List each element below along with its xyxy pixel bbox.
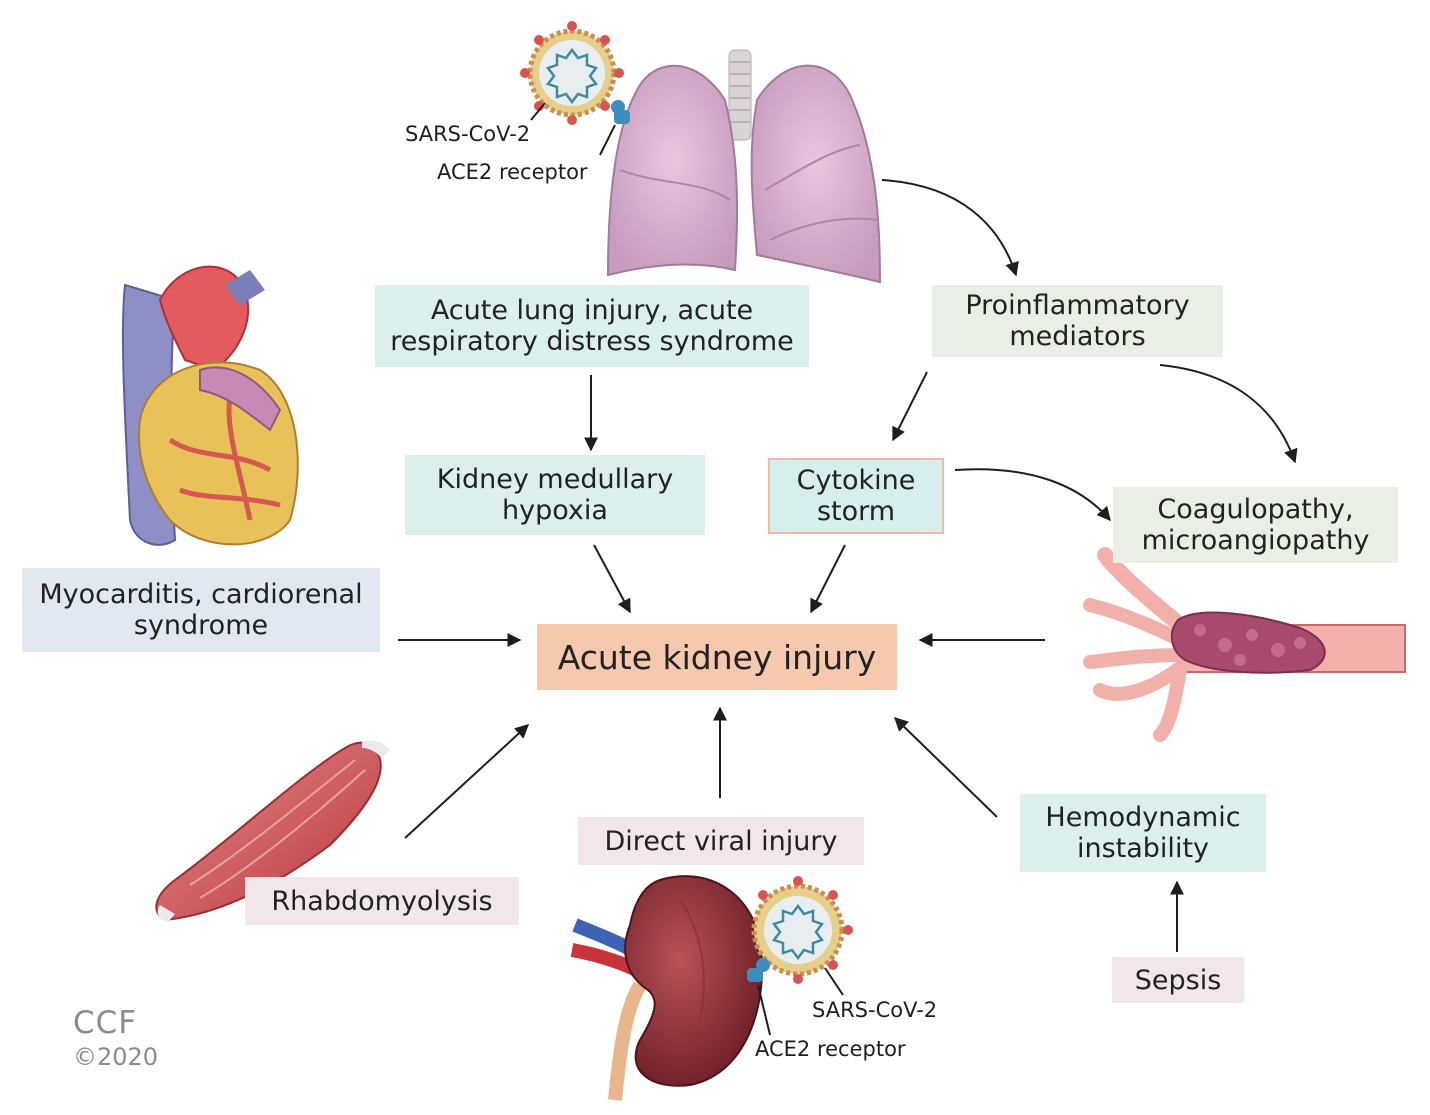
myocarditis-text: Myocarditis, cardiorenal syndrome [39, 579, 363, 641]
direct-viral-text: Direct viral injury [604, 825, 838, 857]
muscle-illustration [155, 740, 390, 922]
kidney-hypoxia-box: Kidney medullary hypoxia [405, 455, 705, 535]
hemodynamic-box: Hemodynamic instability [1020, 794, 1266, 872]
coagulopathy-text: Coagulopathy, microangiopathy [1141, 494, 1370, 556]
sars-cov-2-virion-bottom [747, 876, 853, 1036]
acute-kidney-injury-text: Acute kidney injury [557, 637, 877, 677]
proinflammatory-text: Proinflammatory mediators [965, 290, 1190, 352]
direct-viral-box: Direct viral injury [578, 817, 864, 865]
lung-injury-text: Acute lung injury, acute respiratory dis… [390, 295, 794, 357]
lungs-illustration [606, 49, 882, 284]
copyright-text: ©2020 [73, 1043, 159, 1071]
arrows [398, 179, 1298, 952]
kidney-hypoxia-text: Kidney medullary hypoxia [436, 464, 674, 526]
kidney-illustration [570, 875, 764, 1101]
rhabdomyolysis-text: Rhabdomyolysis [271, 885, 493, 917]
receptor-label-top: ACE2 receptor [437, 160, 588, 184]
receptor-label-bottom: ACE2 receptor [755, 1037, 906, 1061]
ccf-logo-text: CCF [73, 1005, 138, 1041]
virus-label-bottom: SARS-CoV-2 [812, 998, 938, 1022]
heart-illustration [121, 265, 299, 546]
cytokine-storm-text: Cytokine storm [796, 465, 916, 527]
cytokine-storm-box: Cytokine storm [768, 458, 944, 534]
lung-injury-box: Acute lung injury, acute respiratory dis… [375, 285, 809, 367]
acute-kidney-injury-box: Acute kidney injury [537, 624, 897, 690]
rhabdomyolysis-box: Rhabdomyolysis [245, 877, 519, 925]
myocarditis-box: Myocarditis, cardiorenal syndrome [22, 568, 380, 652]
vessel-clot-illustration [1083, 547, 1406, 742]
proinflammatory-box: Proinflammatory mediators [932, 285, 1223, 357]
virus-label-top: SARS-CoV-2 [405, 122, 531, 146]
sars-cov-2-virion-top [520, 21, 630, 156]
hemodynamic-text: Hemodynamic instability [1045, 802, 1241, 864]
sepsis-box: Sepsis [1112, 957, 1244, 1003]
coagulopathy-box: Coagulopathy, microangiopathy [1113, 487, 1398, 563]
sepsis-text: Sepsis [1134, 964, 1222, 996]
